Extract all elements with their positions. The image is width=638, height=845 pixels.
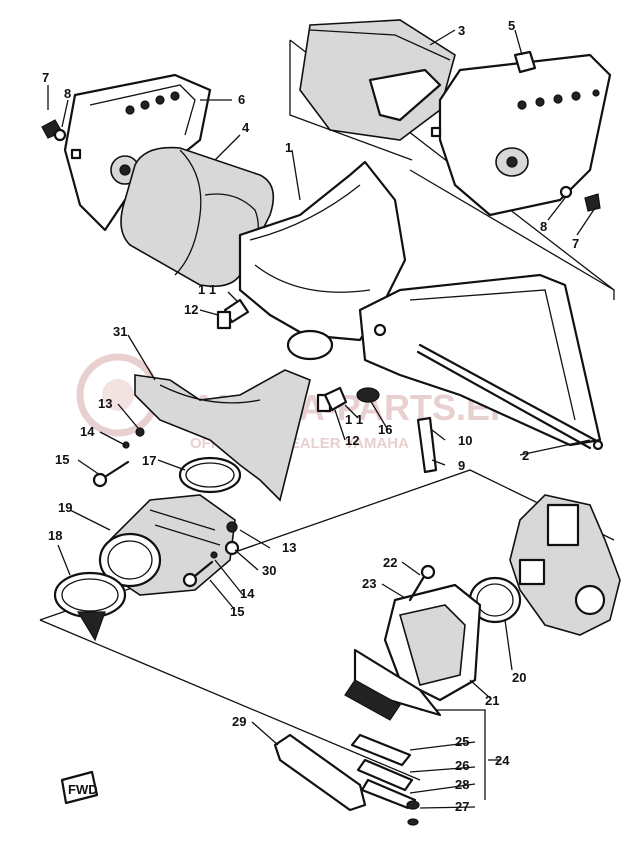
callout-21: 21 — [485, 693, 499, 708]
air-duct-joint — [134, 369, 311, 502]
callout-24: 24 — [495, 753, 510, 768]
callout-26: 26 — [455, 758, 469, 773]
callout-11a: 1 1 — [198, 282, 216, 297]
callout-25: 25 — [455, 734, 469, 749]
callout-6: 6 — [238, 92, 245, 107]
air-cleaner-case — [238, 160, 407, 361]
callout-labels: 1 2 3 4 5 6 7 7 8 8 9 10 1 1 1 1 12 12 1… — [42, 18, 579, 814]
callout-13b: 13 — [282, 540, 296, 555]
callout-23: 23 — [362, 576, 376, 591]
callout-10: 10 — [458, 433, 472, 448]
air-case-lower-right — [358, 273, 604, 451]
clamp-18 — [53, 571, 127, 642]
callout-27: 27 — [455, 799, 469, 814]
bolt-22 — [408, 564, 436, 602]
callout-12a: 12 — [184, 302, 198, 317]
gasket-29 — [273, 733, 367, 812]
callout-11b: 1 1 — [345, 412, 363, 427]
reed-valve-manifold — [353, 583, 482, 717]
callout-14a: 14 — [80, 424, 95, 439]
callout-7b: 7 — [572, 236, 579, 251]
callout-9: 9 — [458, 458, 465, 473]
callout-1: 1 — [285, 140, 292, 155]
callout-8b: 8 — [540, 219, 547, 234]
callout-15a: 15 — [55, 452, 69, 467]
forward-tag-label: FWD — [68, 782, 98, 797]
callout-2: 2 — [522, 448, 529, 463]
callout-12b: 12 — [345, 433, 359, 448]
air-case-cover-right — [430, 50, 612, 217]
callout-22: 22 — [383, 555, 397, 570]
air-filter-element-right — [299, 19, 456, 141]
bolt-15a — [92, 460, 130, 488]
callout-19: 19 — [58, 500, 72, 515]
callout-8a: 8 — [64, 86, 71, 101]
leader-lines — [47, 29, 596, 809]
callout-3: 3 — [458, 23, 465, 38]
callout-13a: 13 — [98, 396, 112, 411]
callout-5: 5 — [508, 18, 515, 33]
callout-4: 4 — [242, 120, 250, 135]
carburetor-joint-19 — [98, 494, 236, 596]
callout-30: 30 — [262, 563, 276, 578]
carburetor — [509, 494, 621, 636]
callout-20: 20 — [512, 670, 526, 685]
small-hardware — [41, 119, 601, 559]
callout-15b: 15 — [230, 604, 244, 619]
bolt-15b — [182, 560, 214, 588]
callout-16: 16 — [378, 422, 392, 437]
callout-31: 31 — [113, 324, 127, 339]
forward-direction-tag: FWD — [60, 770, 99, 805]
callout-14b: 14 — [240, 586, 255, 601]
callout-29: 29 — [232, 714, 246, 729]
clamp-band-17 — [178, 456, 242, 494]
reed-plates — [344, 679, 420, 826]
callout-28: 28 — [455, 777, 469, 792]
callout-7a: 7 — [42, 70, 49, 85]
callout-18: 18 — [48, 528, 62, 543]
callout-17: 17 — [142, 453, 156, 468]
